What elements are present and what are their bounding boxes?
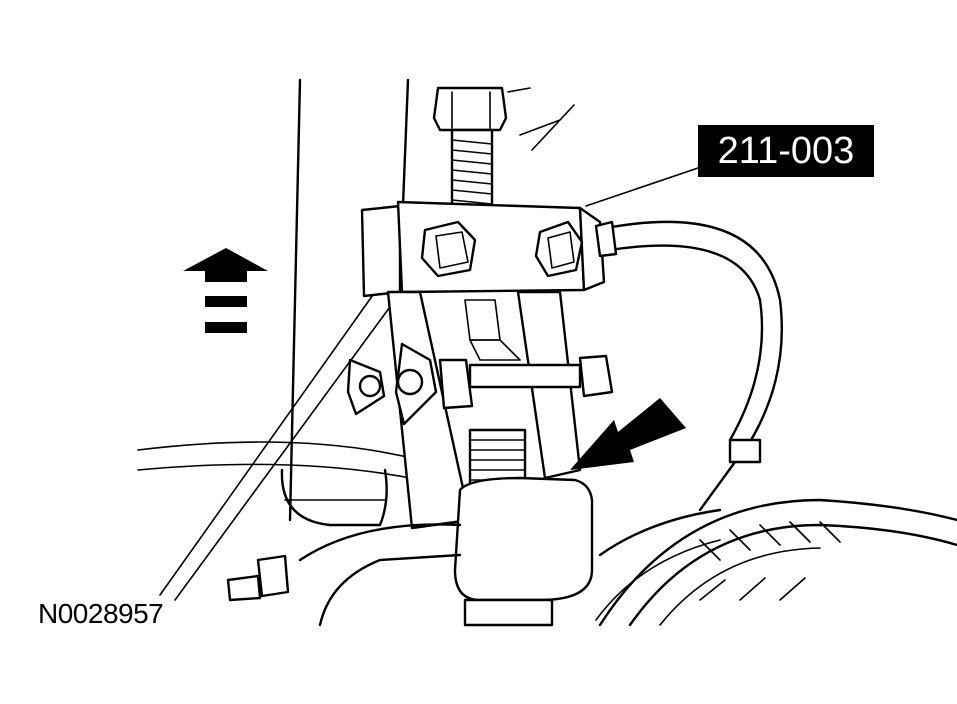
up-direction-arrow-icon xyxy=(183,248,268,333)
tool-callout-label: 211-003 xyxy=(698,125,874,177)
forcing-screw xyxy=(432,86,575,212)
brake-hose xyxy=(594,220,783,512)
strut-body-lines xyxy=(137,78,421,527)
figure-id: N0028957 xyxy=(38,598,164,629)
leader-line-figure-2 xyxy=(174,299,396,601)
wing-nut-assembly xyxy=(346,342,614,426)
brake-rotor xyxy=(598,498,957,627)
pointer-arrow-icon xyxy=(570,398,686,470)
callout-leader xyxy=(585,167,699,207)
leader-line-figure xyxy=(159,284,381,596)
puller-yoke xyxy=(360,200,606,298)
control-arm xyxy=(226,508,722,627)
ball-joint xyxy=(453,428,594,627)
